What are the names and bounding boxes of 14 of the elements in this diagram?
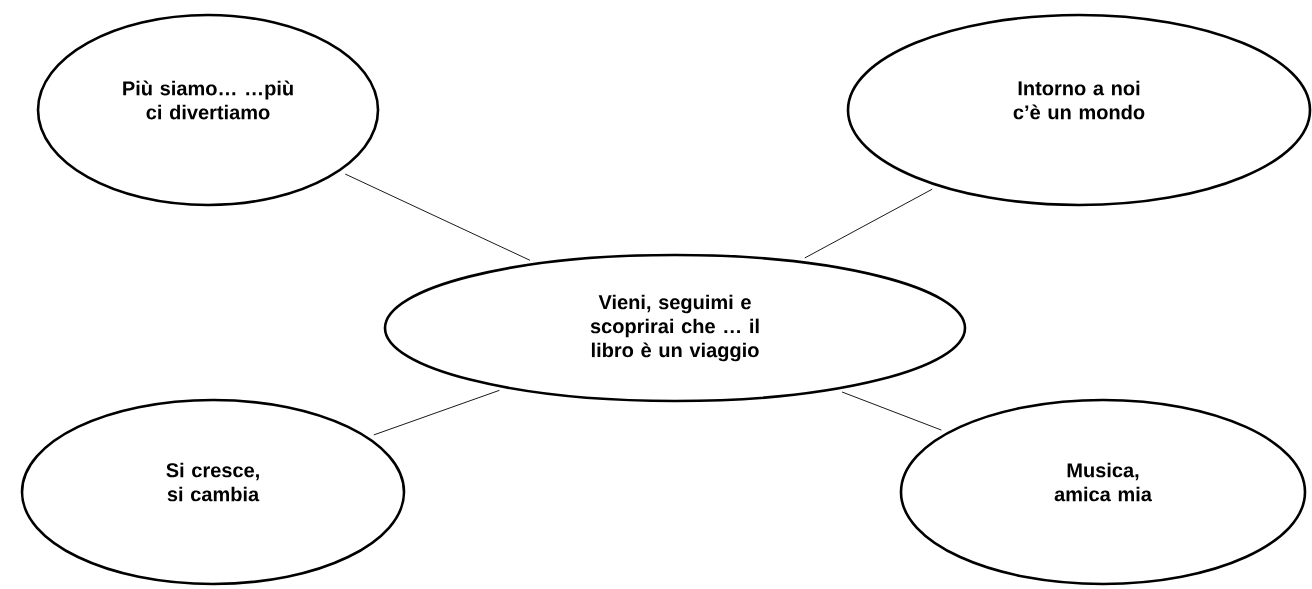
connector-line <box>373 389 500 436</box>
node-label: Si cresce, si cambia <box>166 462 260 502</box>
ellipse <box>383 253 967 403</box>
ellipse <box>36 13 380 207</box>
node-label: Vieni, seguimi e scoprirai che … il libro è un viaggio <box>590 294 759 362</box>
node-label: Musica, amica mia <box>1054 462 1153 502</box>
ellipse <box>899 398 1307 586</box>
node-label: Intorno a noi c’è un mondo <box>1013 80 1145 120</box>
connector-line <box>344 173 531 261</box>
node-label: Più siamo… …più ci divertiamo <box>123 80 293 120</box>
ellipse <box>846 13 1312 207</box>
connector-line <box>804 188 933 259</box>
ellipse <box>20 398 406 586</box>
connector-line <box>841 391 942 431</box>
